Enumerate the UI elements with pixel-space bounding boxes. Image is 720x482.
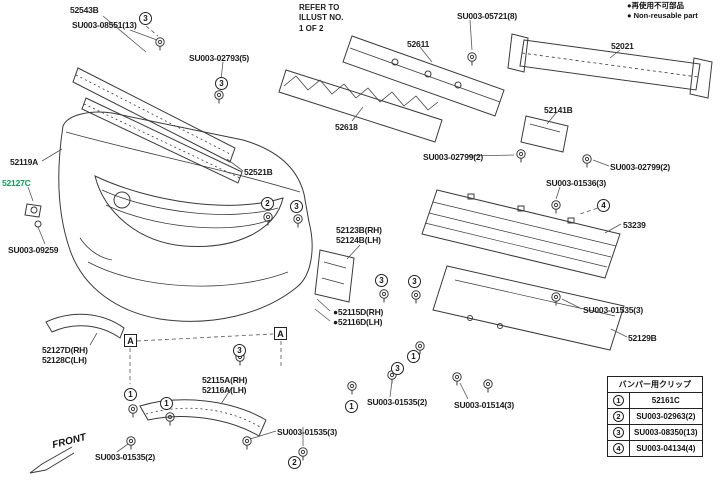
section-marker-a: A: [274, 327, 287, 340]
refer-note-line3: 1 OF 2: [299, 23, 324, 33]
part-number-label: 52543B: [70, 5, 99, 15]
part-number-label: 52127D(RH): [42, 345, 88, 355]
callout-marker: 2: [288, 456, 301, 469]
callout-marker: 3: [233, 344, 246, 357]
part-number-label: 52021: [611, 41, 634, 51]
part-number-label: SU003-01535(3): [277, 427, 338, 437]
part-number-label: SU003-02793(5): [189, 53, 250, 63]
under-cover-52129b-drawing: [432, 265, 625, 351]
front-arrow-icon: [29, 446, 75, 474]
row-part-number: SU003-04134(4): [629, 440, 703, 457]
part-number-label: ●52116D(LH): [333, 317, 383, 327]
part-number-label: SU003-01535(2): [95, 452, 156, 462]
table-row: 2 SU003-02963(2): [607, 408, 703, 425]
callout-marker: 3: [290, 200, 303, 213]
callout-marker: 3: [391, 362, 404, 375]
grille-53239-drawing: [421, 189, 621, 279]
part-number-label: 52124B(LH): [336, 235, 381, 245]
part-number-label: SU003-05721(8): [457, 11, 518, 21]
reinforcement-52021-drawing: [507, 33, 713, 99]
impact-bar-52611-drawing: [342, 35, 505, 117]
part-number-label: SU003-01535(2): [367, 397, 428, 407]
part-number-label: 52128C(LH): [42, 355, 87, 365]
row-number-badge: 4: [613, 443, 624, 454]
refer-note: REFER TO ILLUST NO. 1 OF 2: [299, 3, 343, 34]
part-number-label: 52618: [335, 122, 358, 132]
callout-marker: 3: [408, 275, 421, 288]
part-number-label: 52123B(RH): [336, 225, 382, 235]
clip-reference-table: バンパー用クリップ 1 52161C 2 SU003-02963(2) 3 SU…: [607, 376, 703, 457]
nonreusable-legend-jp: ●再使用不可部品: [627, 1, 685, 10]
part-number-label: 52119A: [10, 157, 39, 167]
callout-marker: 1: [345, 400, 358, 413]
part-number-label: ●52115D(RH): [333, 307, 384, 317]
part-number-label: 52129B: [628, 333, 657, 343]
callout-marker: 4: [597, 199, 610, 212]
section-marker-a: A: [124, 334, 137, 347]
corner-molding-52127d-drawing: [45, 313, 125, 339]
part-number-label: 52521B: [244, 167, 273, 177]
part-number-label: 52115A(RH): [202, 375, 248, 385]
callout-marker: 3: [139, 12, 152, 25]
refer-note-line1: REFER TO: [299, 3, 340, 12]
part-number-label: SU003-01535(3): [583, 305, 644, 315]
part-number-label: SU003-09259: [8, 245, 59, 255]
row-part-number: SU003-02963(2): [629, 408, 703, 425]
bracket-52141b-drawing: [520, 115, 569, 153]
energy-absorber-52618-drawing: [278, 69, 443, 143]
row-part-number: SU003-08350(13): [629, 424, 703, 441]
callout-marker: 2: [261, 197, 274, 210]
callout-marker: 1: [407, 350, 420, 363]
part-number-label-highlight: 52127C: [2, 178, 31, 188]
part-number-label: 52611: [407, 39, 430, 49]
row-number-badge: 3: [613, 427, 624, 438]
upper-grille-trim-drawing: [72, 67, 243, 184]
bracket-52123b-drawing: [314, 249, 355, 303]
part-number-label: 52116A(LH): [202, 385, 247, 395]
part-number-label: SU003-02799(2): [423, 152, 484, 162]
callout-marker: 3: [215, 77, 228, 90]
nonreusable-legend-en: ● Non-reusable part: [627, 11, 698, 21]
bumper-cover-drawing: [58, 111, 313, 322]
row-part-number: 52161C: [629, 392, 703, 409]
leader-lines: [27, 15, 628, 453]
row-number-badge: 1: [613, 395, 624, 406]
clip-table-title: バンパー用クリップ: [607, 376, 703, 393]
row-number-badge: 2: [613, 411, 624, 422]
callout-marker: 1: [124, 388, 137, 401]
clip-52127c-drawing: [24, 203, 42, 228]
fastener-icons: [126, 37, 592, 461]
lower-spoiler-52115a-drawing: [139, 399, 267, 437]
part-number-label: 53239: [623, 220, 646, 230]
part-number-label: 52141B: [544, 105, 573, 115]
callout-marker: 3: [375, 274, 388, 287]
refer-note-line2: ILLUST NO.: [299, 13, 344, 23]
callout-marker: 1: [160, 397, 173, 410]
table-row: 1 52161C: [607, 392, 703, 409]
table-row: 3 SU003-08350(13): [607, 424, 703, 441]
part-number-label: SU003-08551(13): [72, 20, 137, 30]
part-number-label: SU003-01514(3): [454, 400, 515, 410]
nonreusable-legend: ●再使用不可部品 ● Non-reusable part: [627, 1, 698, 21]
part-number-label: SU003-02799(2): [610, 162, 671, 172]
part-number-label: SU003-01536(3): [546, 178, 607, 188]
table-row: 4 SU003-04134(4): [607, 440, 703, 457]
